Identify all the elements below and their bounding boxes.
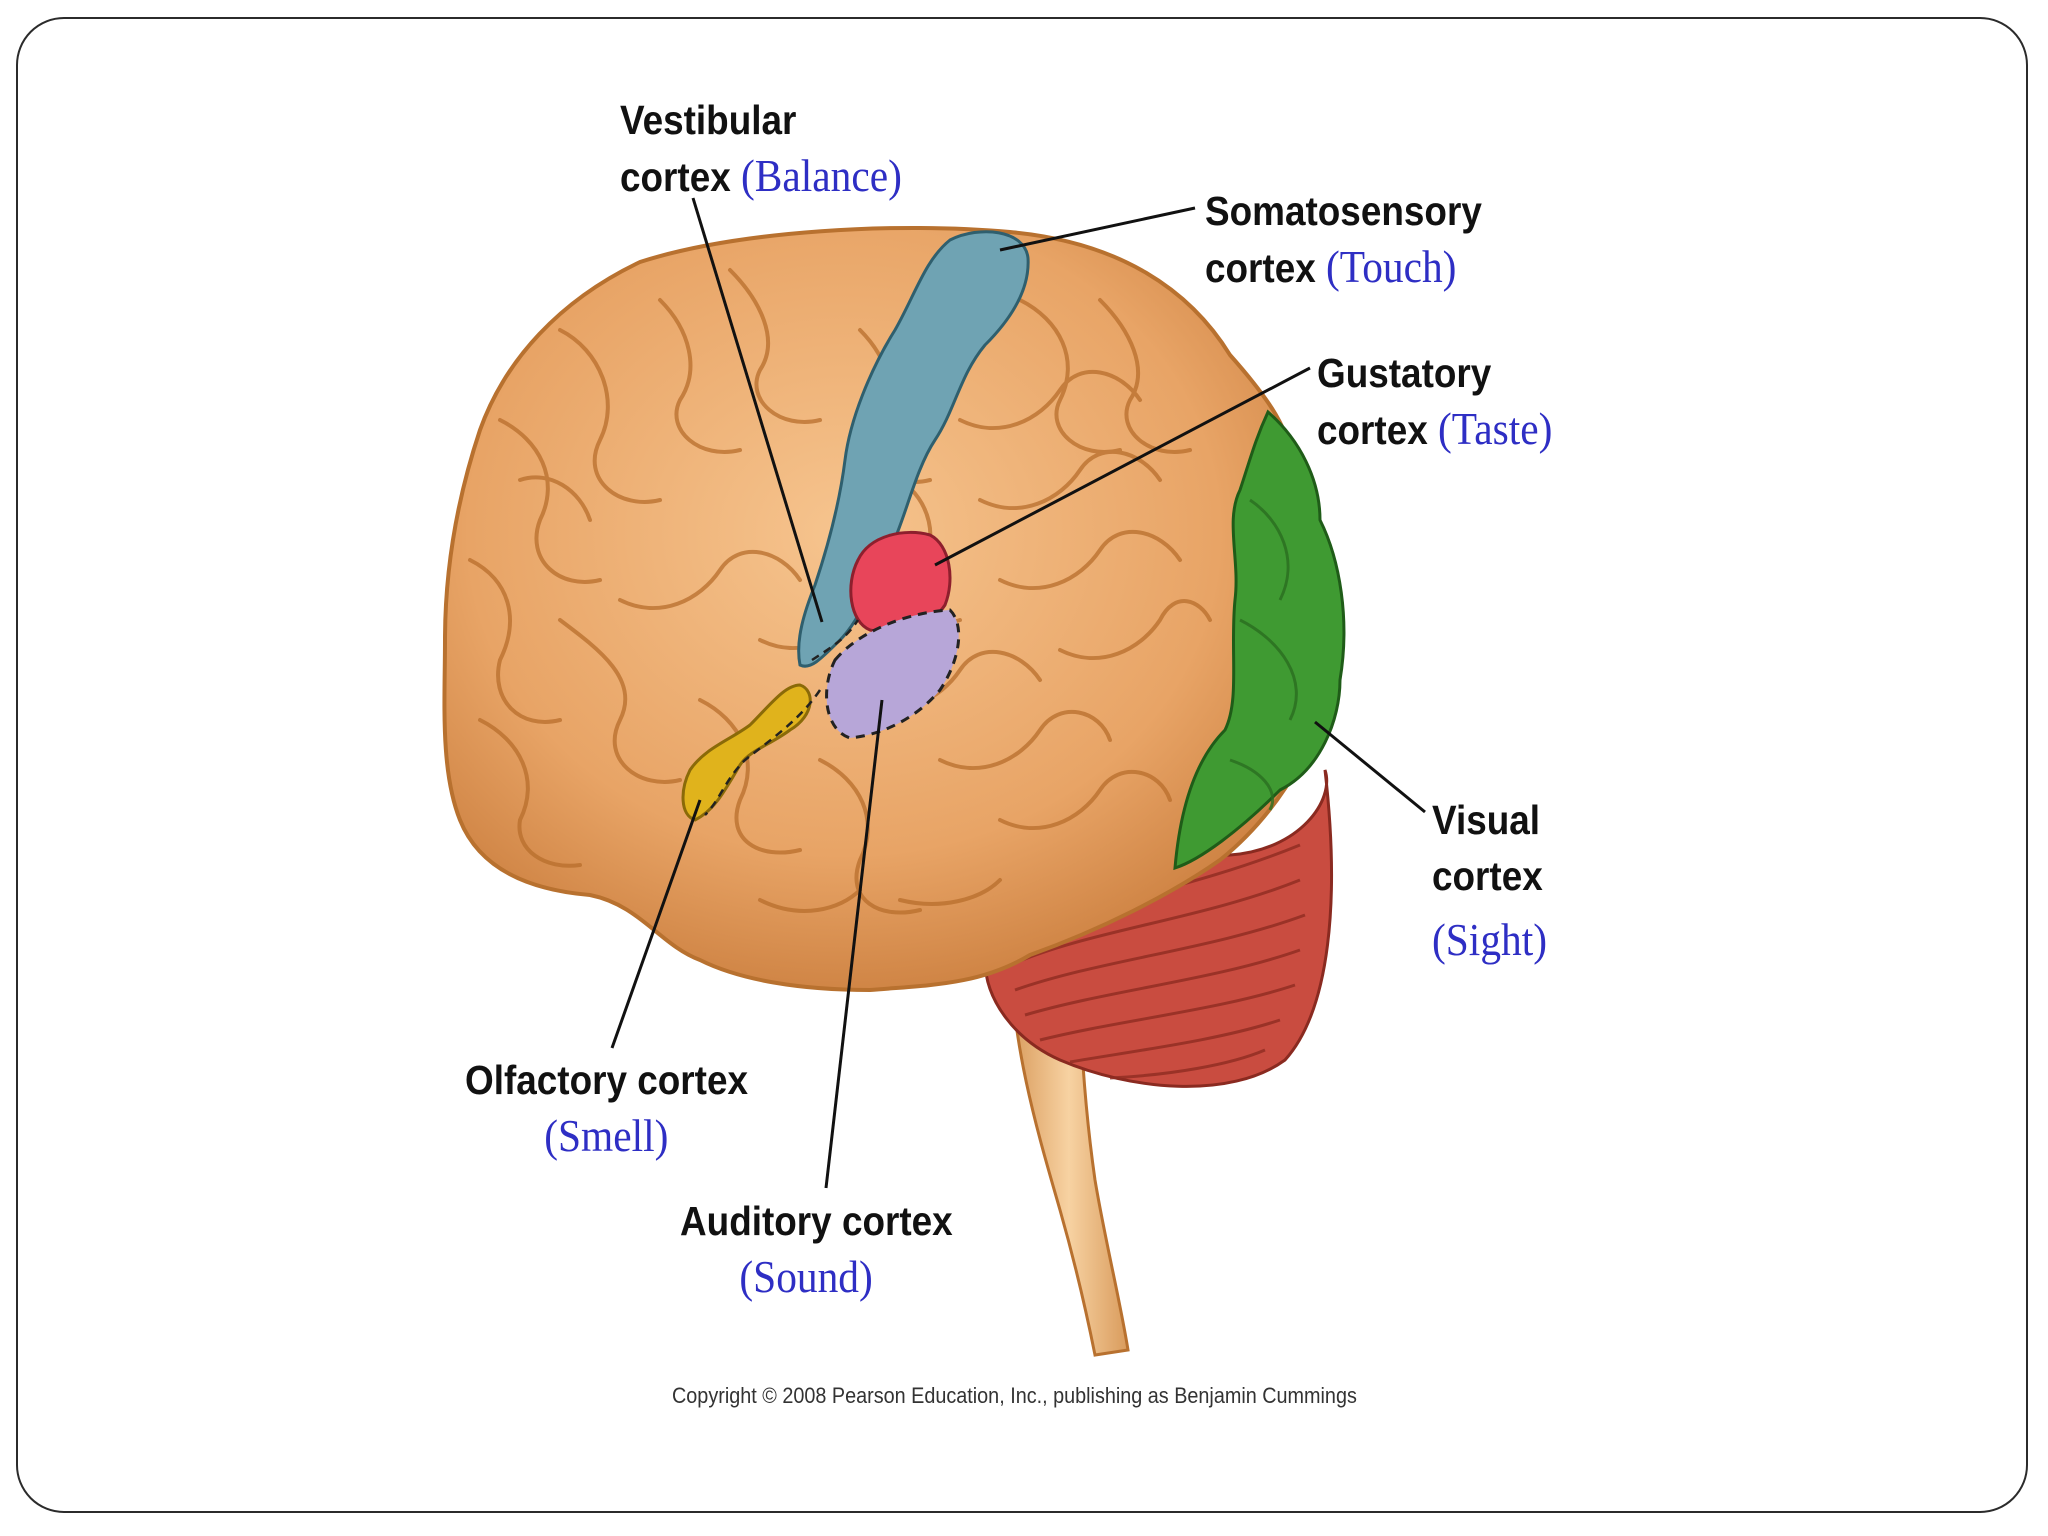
olfactory-label: Olfactory cortex (Smell) [465,1052,748,1164]
gustatory-title: Gustatory [1317,350,1492,396]
somatosensory-leader [999,206,1196,252]
somatosensory-cortex-word: cortex [1205,245,1316,291]
olfactory-function: (Smell) [544,1110,669,1161]
copyright-notice: Copyright © 2008 Pearson Education, Inc.… [672,1383,1357,1408]
vestibular-title: Vestibular [620,97,797,143]
somatosensory-function: (Touch) [1326,241,1457,292]
visual-leader [1314,720,1426,814]
gustatory-label: Gustatory cortex (Taste) [1317,345,1552,458]
gustatory-leader [934,366,1311,567]
auditory-function: (Sound) [739,1251,873,1302]
visual-title: Visual [1432,797,1541,843]
visual-cortex-region [1173,409,1346,871]
vestibular-cortex-word: cortex [620,154,731,200]
olfactory-title: Olfactory cortex [465,1057,749,1103]
auditory-title: Auditory cortex [680,1198,953,1244]
visual-label: Visual cortex (Sight) [1432,792,1547,968]
olfactory-leader [610,799,702,1049]
auditory-cortex-region [825,608,961,740]
vestibular-label: Vestibular cortex (Balance) [620,92,902,205]
olfactory-cortex-region [681,683,812,822]
auditory-label: Auditory cortex (Sound) [680,1193,953,1305]
somatosensory-title: Somatosensory [1205,188,1482,234]
gustatory-cortex-word: cortex [1317,407,1428,453]
auditory-leader [824,699,884,1189]
brainstem [1008,948,1130,1357]
vestibular-leader [691,197,824,623]
leader-lines [610,197,1426,1189]
visual-function: (Sight) [1432,914,1548,965]
visual-cortex-word: cortex [1432,853,1543,899]
vestibular-function: (Balance) [741,150,902,201]
somatosensory-label: Somatosensory cortex (Touch) [1205,183,1482,296]
gustatory-function: (Taste) [1438,403,1553,454]
gustatory-cortex-region [849,531,952,634]
